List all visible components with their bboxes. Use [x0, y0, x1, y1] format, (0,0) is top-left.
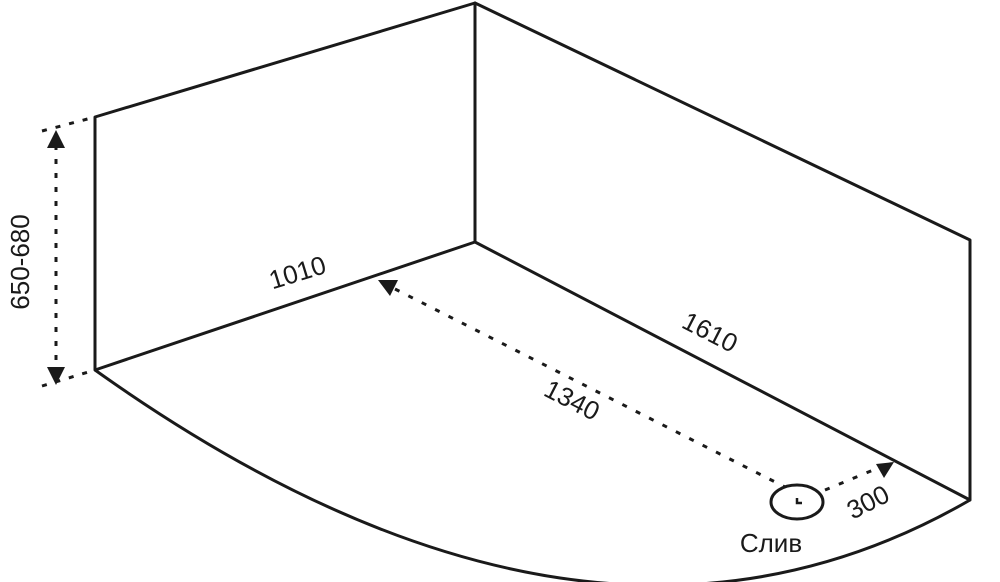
arrow-down-icon: [47, 367, 65, 385]
short-side-label: 1010: [265, 250, 329, 296]
left-panel: [93, 1, 477, 372]
right-panel: [473, 1, 972, 502]
arrow-left-icon: [378, 280, 398, 296]
drain-label: Слив: [740, 528, 802, 558]
drain-offset-line: [824, 466, 879, 492]
long-side-label: 1610: [678, 305, 743, 358]
front-curve: [94, 368, 971, 582]
drain-distance-label: 1340: [540, 373, 605, 426]
drain-distance-line: [394, 287, 786, 489]
arrow-up-icon: [47, 130, 65, 148]
drain-icon: [769, 483, 825, 521]
arrow-right-icon: [876, 462, 894, 478]
height-dimension: [41, 115, 96, 388]
drain-offset-label: 300: [842, 479, 894, 525]
height-label: 650-680: [5, 214, 35, 309]
